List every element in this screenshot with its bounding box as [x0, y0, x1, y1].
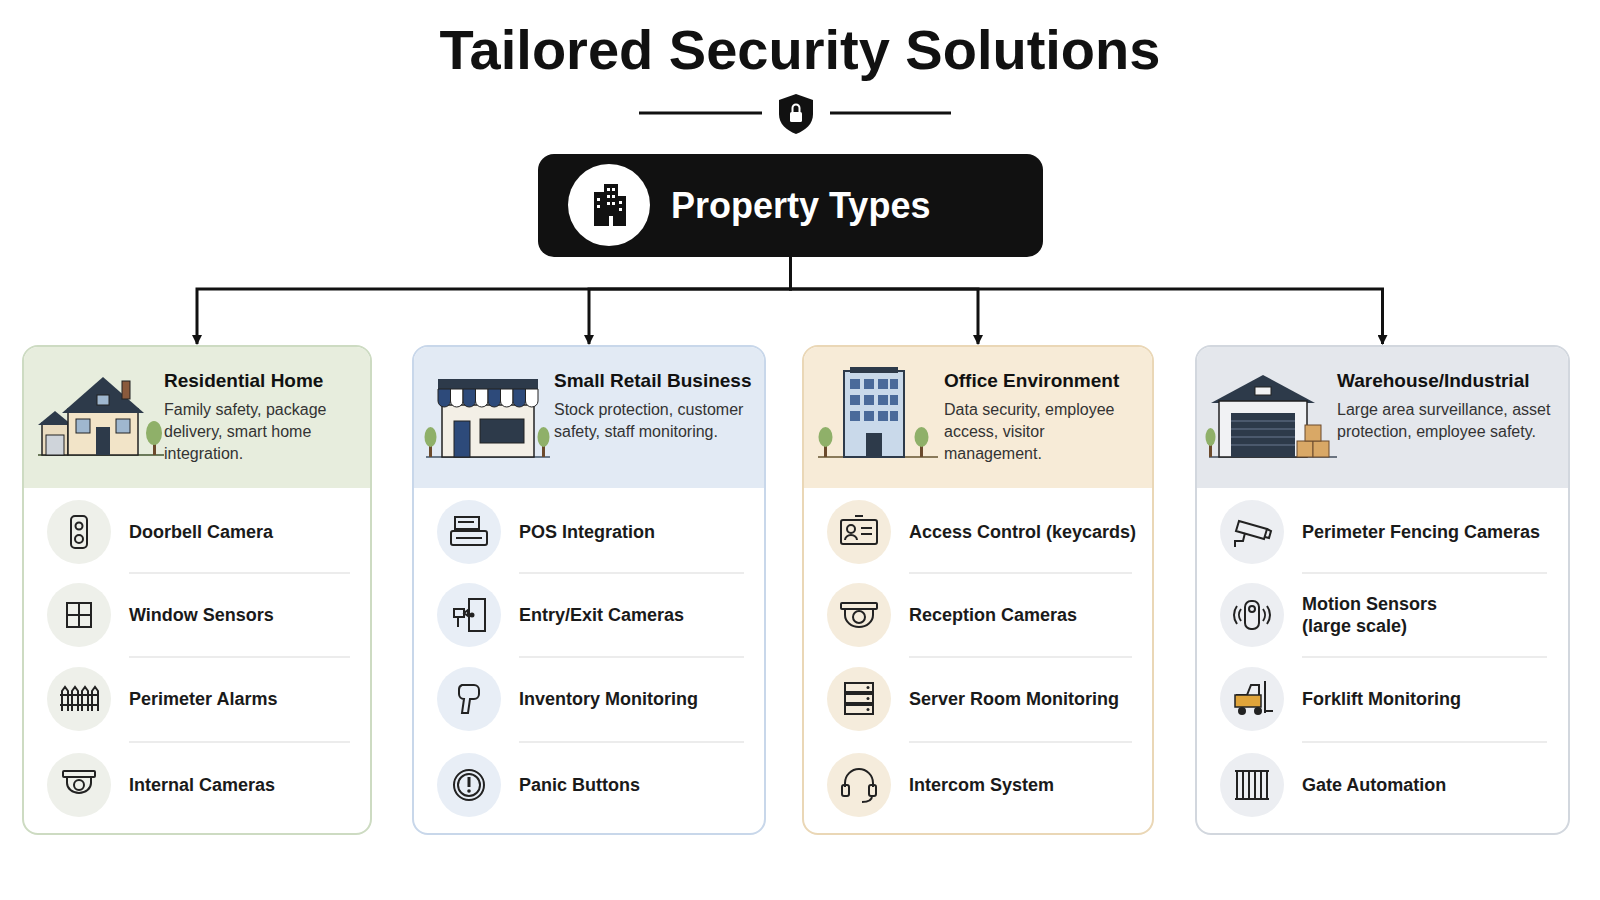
card-title: Residential Home [164, 369, 362, 393]
connector-arrow [791, 257, 979, 344]
feature-label: Access Control (keycards) [909, 521, 1146, 543]
category-header-box: Property Types [538, 154, 1043, 257]
residential-art [24, 347, 372, 835]
property-card: Small Retail BusinessStock protection, c… [412, 345, 766, 835]
retail-art [414, 347, 766, 835]
card-description: Family safety, package delivery, smart h… [164, 399, 362, 465]
property-card: Office EnvironmentData security, employe… [802, 345, 1154, 835]
office-art [804, 347, 1154, 835]
card-title: Warehouse/Industrial [1337, 369, 1560, 393]
feature-label: Perimeter Alarms [129, 688, 364, 710]
diagram-title: Tailored Security Solutions [0, 16, 1600, 84]
card-title: Office Environment [944, 369, 1144, 393]
category-label: Property Types [671, 184, 930, 228]
house-illustration [38, 377, 164, 455]
card-description: Large area surveillance, asset protectio… [1337, 399, 1560, 443]
feature-label: Entry/Exit Cameras [519, 604, 758, 626]
feature-label: Server Room Monitoring [909, 688, 1146, 710]
warehouse-art [1197, 347, 1570, 835]
card-description: Data security, employee access, visitor … [944, 399, 1144, 465]
card-title: Small Retail Business [554, 369, 756, 393]
feature-label: POS Integration [519, 521, 758, 543]
feature-label: Panic Buttons [519, 774, 758, 796]
connector-arrow [589, 257, 791, 344]
office-illustration [818, 367, 938, 457]
feature-label: Perimeter Fencing Cameras [1302, 521, 1562, 543]
connector-arrow [791, 257, 1383, 344]
feature-label: Window Sensors [129, 604, 364, 626]
property-card: Residential HomeFamily safety, package d… [22, 345, 372, 835]
feature-label: Intercom System [909, 774, 1146, 796]
feature-label: Gate Automation [1302, 774, 1562, 796]
feature-label: Reception Cameras [909, 604, 1146, 626]
feature-label: Motion Sensors (large scale) [1302, 593, 1477, 637]
feature-label: Doorbell Camera [129, 521, 364, 543]
feature-label: Internal Cameras [129, 774, 364, 796]
shop-illustration [425, 379, 551, 457]
feature-label: Forklift Monitoring [1302, 688, 1562, 710]
warehouse-illustration [1206, 375, 1338, 457]
property-card: Warehouse/IndustrialLarge area surveilla… [1195, 345, 1570, 835]
card-description: Stock protection, customer safety, staff… [554, 399, 756, 443]
connector-arrow [197, 257, 791, 344]
feature-label: Inventory Monitoring [519, 688, 758, 710]
